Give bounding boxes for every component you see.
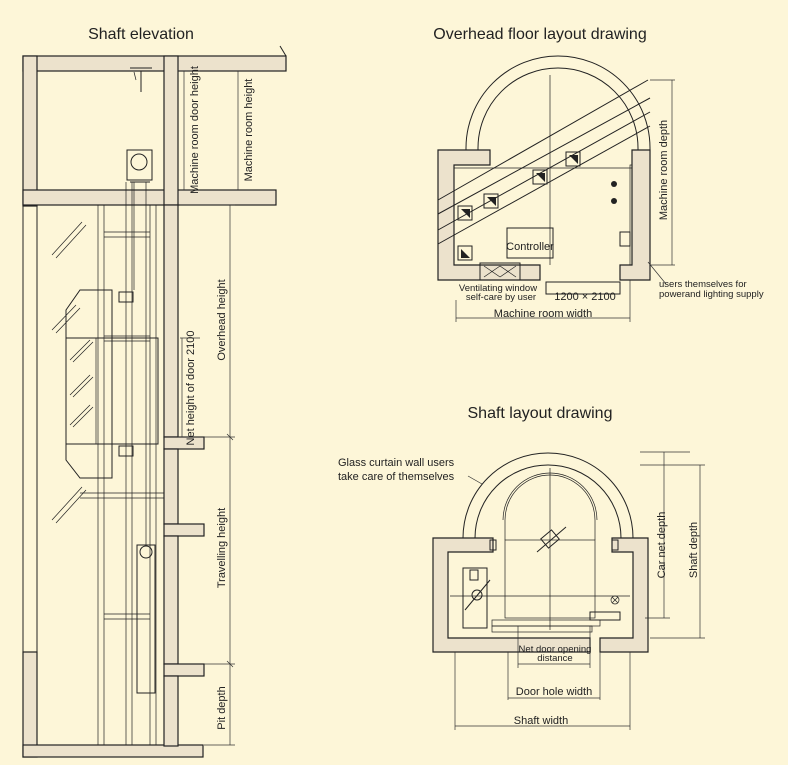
left-wall-upper bbox=[22, 55, 38, 207]
landing-slab-2 bbox=[163, 523, 205, 537]
glass-curtain-label-2: take care of themselves bbox=[338, 471, 455, 483]
overhead-floor-plan: Controller bbox=[437, 55, 651, 295]
car-net-depth-label: Car net depth bbox=[656, 512, 668, 579]
glass-curtain-label-1: Glass curtain wall users bbox=[338, 457, 455, 469]
ventilating-window bbox=[479, 262, 521, 281]
ventilating-window-label: Ventilating window bbox=[459, 283, 537, 294]
machine-room-right-wall bbox=[163, 55, 179, 206]
machine-room-depth-label: Machine room depth bbox=[658, 120, 670, 220]
net-door-opening-label-1: Net door opening bbox=[519, 644, 592, 655]
elevation-dimensions bbox=[178, 70, 239, 746]
users-supply-label-1: users themselves for bbox=[659, 279, 747, 290]
roof-slab bbox=[22, 55, 287, 72]
shaft-right-wall bbox=[599, 537, 649, 653]
shaft-layout-title: Shaft layout drawing bbox=[468, 405, 613, 422]
shaft-dimensions bbox=[454, 451, 705, 730]
counterweight-plan bbox=[462, 567, 488, 629]
self-care-label: self-care by user bbox=[466, 292, 536, 303]
shaft-elevation bbox=[22, 45, 287, 758]
right-wall-upper bbox=[163, 204, 179, 438]
left-wall-lower bbox=[22, 651, 38, 758]
users-supply-label-2: powerand lighting supply bbox=[659, 289, 764, 300]
net-door-height-label: Net height of door 2100 bbox=[185, 331, 197, 446]
overhead-dimensions bbox=[455, 79, 675, 322]
elevator-car bbox=[65, 289, 113, 479]
travelling-height-label: Travelling height bbox=[216, 508, 228, 588]
machine-room-floor bbox=[22, 189, 277, 206]
door-hole-width-label: Door hole width bbox=[516, 686, 592, 698]
traction-machine bbox=[126, 149, 153, 181]
machine-room-door-height-label: Machine room door height bbox=[189, 66, 201, 194]
pit-depth-label: Pit depth bbox=[216, 686, 228, 729]
overhead-floor-title: Overhead floor layout drawing bbox=[433, 26, 646, 43]
shaft-width-label: Shaft width bbox=[514, 715, 568, 727]
machine-room-left-wall bbox=[437, 149, 541, 281]
controller-label: Controller bbox=[506, 241, 554, 253]
controller-box bbox=[506, 227, 554, 259]
machine-room-width-label: Machine room width bbox=[494, 308, 592, 320]
shaft-depth-label: Shaft depth bbox=[688, 522, 700, 578]
machine-room-right-wall bbox=[619, 149, 651, 281]
pit-floor bbox=[22, 744, 204, 758]
shaft-elevation-title: Shaft elevation bbox=[88, 26, 194, 43]
overhead-height-label: Overhead height bbox=[216, 279, 228, 360]
net-door-opening-label-2: distance bbox=[537, 653, 572, 664]
landing-slab-1 bbox=[163, 436, 205, 450]
landing-slab-3 bbox=[163, 663, 205, 677]
shaft-left-wall bbox=[432, 537, 591, 653]
shaft-layout-plan bbox=[432, 452, 649, 653]
hatch-size-label: 1200 × 2100 bbox=[554, 291, 615, 303]
machine-room-height-label: Machine room height bbox=[243, 79, 255, 182]
